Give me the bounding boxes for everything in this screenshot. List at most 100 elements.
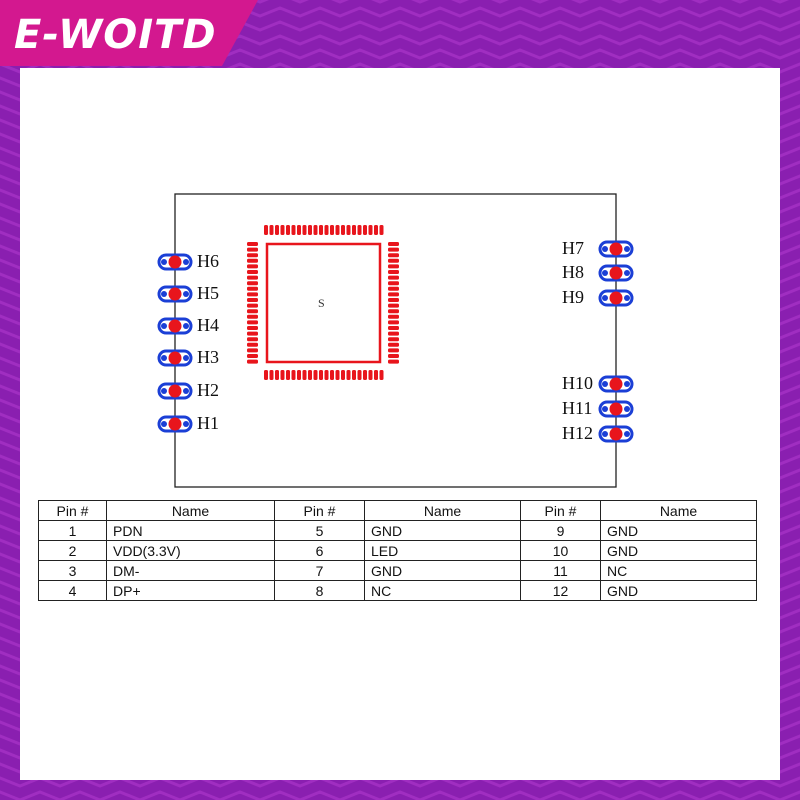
table-cell: 10 xyxy=(520,540,601,561)
table-row: 3 DM- 7 GND 11 NC xyxy=(38,560,757,581)
chip-pad-bottom xyxy=(335,370,340,380)
chip-pad-right xyxy=(388,258,399,263)
header-name-1: Name xyxy=(106,500,275,521)
table-cell: NC xyxy=(600,560,757,581)
chip-pad-bottom xyxy=(264,370,268,380)
chip-pad-right xyxy=(388,253,399,258)
table-cell: VDD(3.3V) xyxy=(106,540,275,561)
chip-pad-right xyxy=(388,337,399,342)
table-cell: GND xyxy=(600,520,757,541)
pin-pad-h12 xyxy=(598,425,634,443)
table-row: 4 DP+ 8 NC 12 GND xyxy=(38,580,757,601)
table-cell: 3 xyxy=(38,560,107,581)
chip-pad-left xyxy=(247,337,258,342)
chip-pad-right xyxy=(388,320,399,325)
pin-label-h1: H1 xyxy=(197,413,219,433)
chip-pad-right xyxy=(388,286,399,291)
pin-pad-h3 xyxy=(157,349,193,367)
pin-label-h2: H2 xyxy=(197,380,219,400)
chip-pad-bottom xyxy=(308,370,312,380)
chip-pad-left xyxy=(247,342,258,347)
chip-pad-top xyxy=(264,225,268,235)
chip-pad-left xyxy=(247,309,258,314)
chip-pad-bottom xyxy=(275,370,279,380)
table-header-row: Pin # Name Pin # Name Pin # Name xyxy=(38,500,757,521)
chip-pad-top xyxy=(335,225,340,235)
table-cell: 1 xyxy=(38,520,107,541)
pin-pad-h5 xyxy=(157,285,193,303)
table-cell: 9 xyxy=(520,520,601,541)
chip-pad-bottom xyxy=(269,370,274,380)
chip-pad-bottom xyxy=(368,370,373,380)
pin-label-h11: H11 xyxy=(562,398,593,418)
chip-pad-bottom xyxy=(280,370,285,380)
table-cell: 2 xyxy=(38,540,107,561)
pin-table: Pin # Name Pin # Name Pin # Name 1 PDN 5… xyxy=(38,500,757,601)
brand-banner: E-WOITD xyxy=(0,0,800,80)
header-pin-3: Pin # xyxy=(520,500,601,521)
chip-pad-bottom xyxy=(341,370,345,380)
chip-body xyxy=(265,242,382,364)
chip-pad-top xyxy=(308,225,312,235)
chip-pad-right xyxy=(388,342,399,347)
pin-pad-h7 xyxy=(598,240,634,258)
chip-pad-top xyxy=(374,225,378,235)
chip-pad-bottom xyxy=(291,370,296,380)
chip-pad-left xyxy=(247,281,258,286)
chip-pad-top xyxy=(291,225,296,235)
pin-pad-h6 xyxy=(157,253,193,271)
chip-pad-bottom xyxy=(357,370,362,380)
pin-pad-h2 xyxy=(157,382,193,400)
pin-label-h8: H8 xyxy=(562,262,584,282)
chip-pad-left xyxy=(247,303,258,308)
chip-pad-bottom xyxy=(374,370,378,380)
brand-banner-shape xyxy=(0,0,258,66)
table-cell: PDN xyxy=(106,520,275,541)
table-cell: GND xyxy=(600,540,757,561)
table-cell: GND xyxy=(364,520,521,541)
chip-pad-bottom xyxy=(302,370,307,380)
chip-pad-right xyxy=(388,326,399,330)
chip-pad-left xyxy=(247,292,258,297)
header-name-3: Name xyxy=(600,500,757,521)
pin-label-h4: H4 xyxy=(197,315,219,335)
chip-pad-left xyxy=(247,247,258,252)
chip-pad-top xyxy=(363,225,367,235)
chip-pad-top xyxy=(302,225,307,235)
chip-pad-right xyxy=(388,298,399,302)
chip-pad-left xyxy=(247,354,258,358)
table-cell: 8 xyxy=(274,580,365,601)
pin-pad-h9 xyxy=(598,289,634,307)
table-cell: GND xyxy=(600,580,757,601)
chip-pad-right xyxy=(388,348,399,353)
pin-label-h12: H12 xyxy=(562,423,593,443)
white-panel xyxy=(20,68,780,780)
header-pin-1: Pin # xyxy=(38,500,107,521)
chip-pad-top xyxy=(319,225,323,235)
chip-pad-bottom xyxy=(379,370,384,380)
chip-pad-top xyxy=(280,225,285,235)
chip-pad-right xyxy=(388,359,399,364)
table-cell: 5 xyxy=(274,520,365,541)
chip-pad-left xyxy=(247,286,258,291)
pin-pad-h10 xyxy=(598,375,634,393)
chip-pad-left xyxy=(247,242,258,246)
chip-pad-bottom xyxy=(363,370,367,380)
chip-pad-top xyxy=(341,225,345,235)
chip-pad-right xyxy=(388,314,399,319)
table-cell: DM- xyxy=(106,560,275,581)
chip-pad-right xyxy=(388,242,399,246)
chip-pad-right xyxy=(388,331,399,336)
pin-label-h9: H9 xyxy=(562,287,584,307)
chip-pad-left xyxy=(247,275,258,280)
chip-pad-bottom xyxy=(297,370,301,380)
pin-label-h5: H5 xyxy=(197,283,219,303)
pin-pad-h1 xyxy=(157,415,193,433)
pin-pad-h8 xyxy=(598,264,634,282)
chip-pad-left xyxy=(247,314,258,319)
chip-pad-bottom xyxy=(352,370,356,380)
chip-pad-bottom xyxy=(286,370,290,380)
table-cell: NC xyxy=(364,580,521,601)
chip-pad-left xyxy=(247,326,258,330)
